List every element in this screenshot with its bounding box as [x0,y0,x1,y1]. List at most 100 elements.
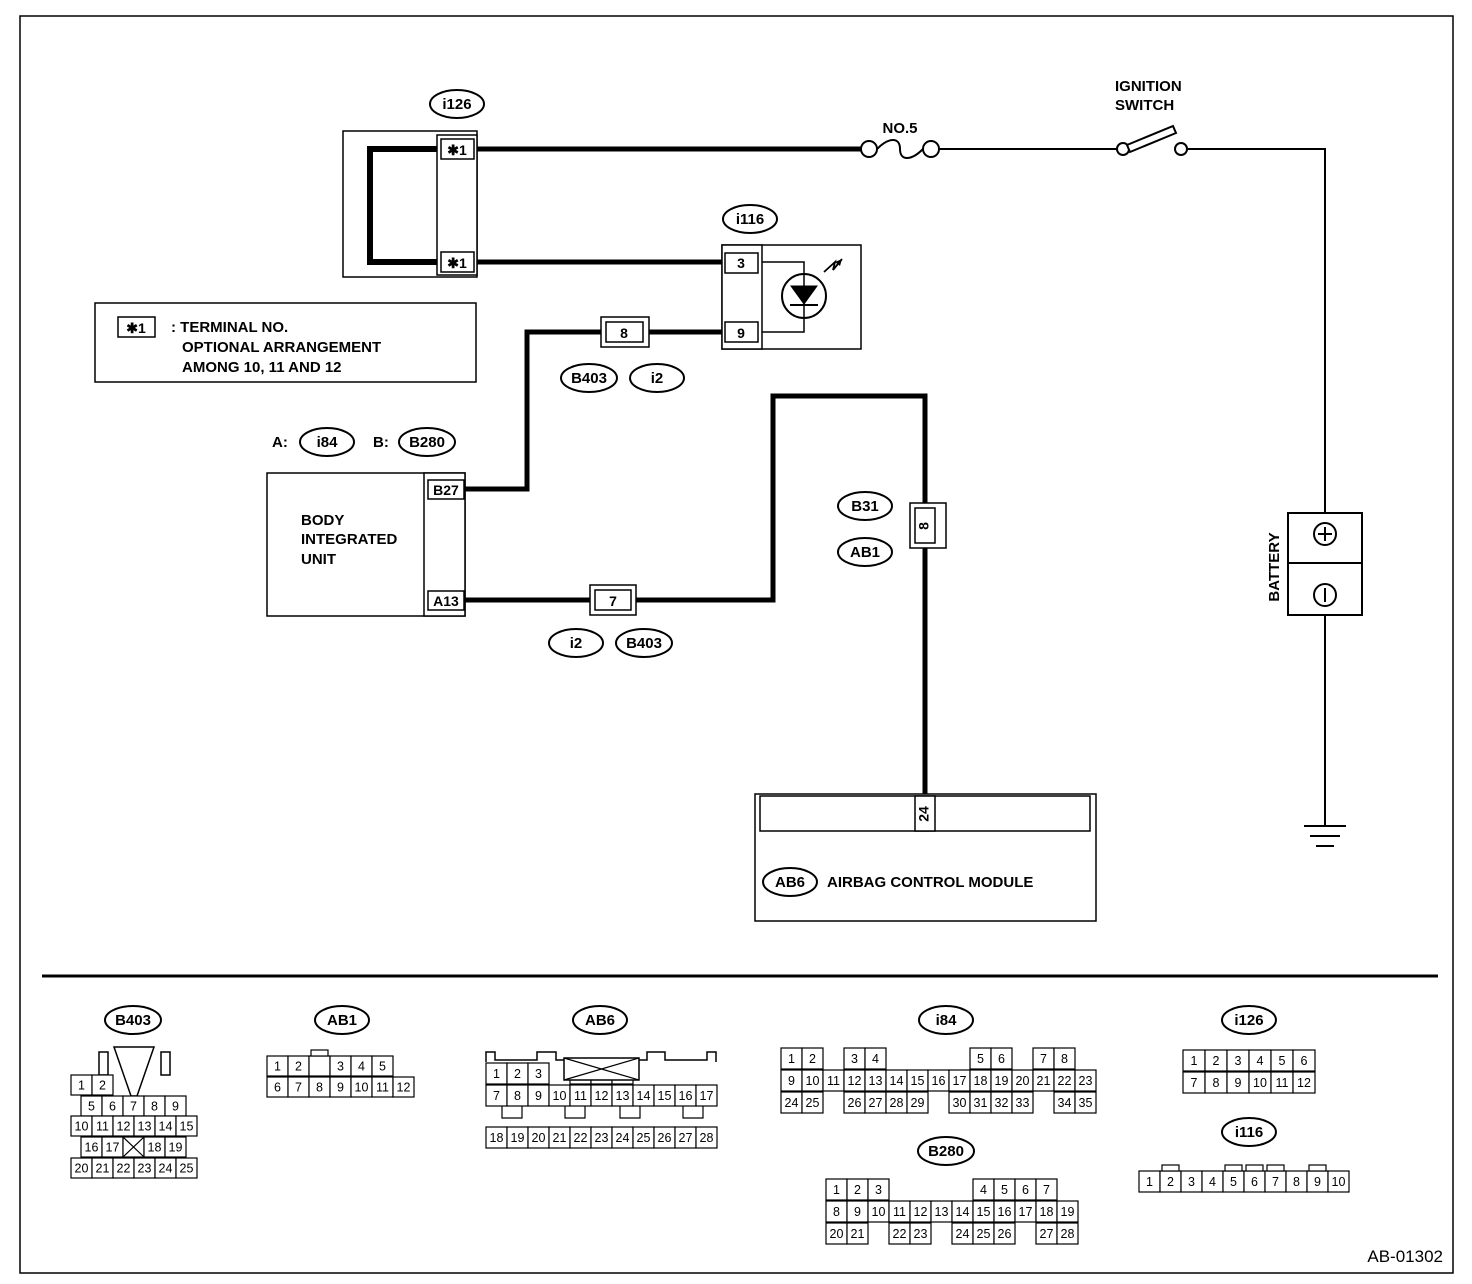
pinout-pin-number: 17 [700,1089,714,1103]
pinout-pin-number: 11 [893,1205,906,1219]
pinout-pin-number: 8 [1293,1175,1300,1189]
pinout-pin-number: 19 [511,1131,525,1145]
pinout-cell [1292,1049,1316,1072]
joint-right-pin: 8 [916,522,932,530]
pinout-pin-number: 19 [995,1074,1009,1088]
i84-badge [299,427,355,457]
pinout-pin-number: 9 [1314,1175,1321,1189]
i126-badge [429,89,485,119]
pinout-cell [990,1047,1013,1070]
pinout-pin-number: 8 [1213,1076,1220,1090]
pinout-pin-number: 12 [848,1074,862,1088]
pinout-pin-number: 2 [1167,1175,1174,1189]
pinout-pin-number: 10 [1332,1175,1346,1189]
ignition-switch: IGNITION SWITCH [1115,78,1188,156]
pinout-pin-number: 7 [1191,1076,1198,1090]
pinout-pin-number: 8 [833,1205,840,1219]
fuse-label: NO.5 [882,120,917,137]
pinout-pin-number: 15 [658,1089,672,1103]
joint-upper-pin: 8 [620,325,628,341]
pinout-pin-number: 29 [911,1096,925,1110]
fuse-no5: NO.5 [860,120,940,159]
pinout-pin-number: 20 [830,1227,844,1241]
i126-badge-text: i126 [442,96,471,113]
pinout-pin-number: 2 [514,1067,521,1081]
pinout-pin-number: 18 [1040,1205,1054,1219]
pinout-pin-number: 5 [977,1052,984,1066]
pinout-pin-number: 23 [138,1162,152,1176]
joint-upper-pin-box [605,321,644,343]
b403-badge-upper-text: B403 [571,370,607,387]
pinout-pin-number: 8 [514,1089,521,1103]
pinout-i116-badge-text: i116 [1235,1124,1263,1141]
fuse-element-icon [876,139,924,159]
pinout-key-tab [1266,1164,1285,1172]
joint-lower-pin-box [594,589,632,611]
ab6-badge-text: AB6 [775,874,805,891]
pinout-pin-number: 5 [379,1060,386,1074]
wire-ignition-battery [1185,148,1326,515]
pinout-cell [1074,1091,1097,1114]
pinout-b403-badge-text: B403 [115,1012,151,1029]
pinout-pin-number: 4 [1257,1054,1264,1068]
pinout-pin-number: 15 [911,1074,925,1088]
pinout-pin-number: 1 [493,1067,500,1081]
joint-lower-pin: 7 [609,593,617,609]
biu-line3: UNIT [301,551,336,568]
pinout-pin-number: 10 [355,1081,369,1095]
pinout-pin-number: 1 [788,1052,795,1066]
wire-biu-joint-upper [463,329,604,492]
pinout-pin-number: 5 [88,1100,95,1114]
pinout-pin-number: 2 [1213,1054,1220,1068]
i126-pin-top-box [440,138,475,160]
pinout-pin-number: 27 [679,1131,693,1145]
pinout-pin-number: 20 [1016,1074,1030,1088]
pinout-pin-number: 27 [869,1096,883,1110]
pinout-pin-number: 26 [658,1131,672,1145]
note-box [94,302,477,383]
pinout-pin-number: 12 [397,1081,411,1095]
pinout-pin-number: 21 [1037,1074,1051,1088]
pinout-pin-number: 3 [1235,1054,1242,1068]
wire-joint-lower-to-b31 [633,393,928,603]
pinout-pin-number: 13 [138,1120,152,1134]
pinout-pin-number: 5 [1230,1175,1237,1189]
pinout-pin-number: 3 [337,1060,344,1074]
pinout-pin-number: 22 [574,1131,588,1145]
pinout-pin-number: 22 [117,1162,131,1176]
b31-badge [837,491,893,521]
pinout-pin-number: 7 [130,1100,137,1114]
joint-connector-right: 8 B31 AB1 [837,491,947,567]
pinout-pin-number: 31 [974,1096,988,1110]
body-integrated-unit: A: i84 B: B280 B27 A13 BODY INTEGRATED U… [266,427,466,617]
pinout-pin-number: 12 [1297,1076,1311,1090]
pinout-pin-number: 8 [151,1100,158,1114]
pinout-cell [1056,1200,1079,1223]
pinout-pin-number: 7 [295,1081,302,1095]
pinout-b280-badge [917,1136,975,1166]
b31-badge-text: B31 [851,498,879,515]
pinout-pin-number: 14 [890,1074,904,1088]
pinout-pin-number: 9 [788,1074,795,1088]
ignition-switch-blade-icon [1125,124,1178,154]
airbag-control-module: 24 AB6 AIRBAG CONTROL MODULE [754,793,1097,922]
pinout-pin-number: 13 [869,1074,883,1088]
pinout-pin-number: 27 [1040,1227,1054,1241]
pinout-pin-number: 15 [180,1120,194,1134]
pinout-pin-number: 34 [1058,1096,1072,1110]
pinout-pin-number: 17 [953,1074,967,1088]
pinout-pin-number: 13 [935,1205,949,1219]
pinout-pin-number: 11 [827,1074,840,1088]
i116-pin-bottom-box [724,321,759,343]
pinout-pin-number: 35 [1079,1096,1093,1110]
pinout-pin-number: 4 [872,1052,879,1066]
i2-badge-lower [548,628,604,658]
pinout-pin-number: 9 [535,1089,542,1103]
pinout-pin-number: 17 [106,1141,120,1155]
pinout-pin-number: 1 [1191,1054,1198,1068]
pinout-pin-number: 6 [109,1100,116,1114]
pinout-cell [801,1091,824,1114]
